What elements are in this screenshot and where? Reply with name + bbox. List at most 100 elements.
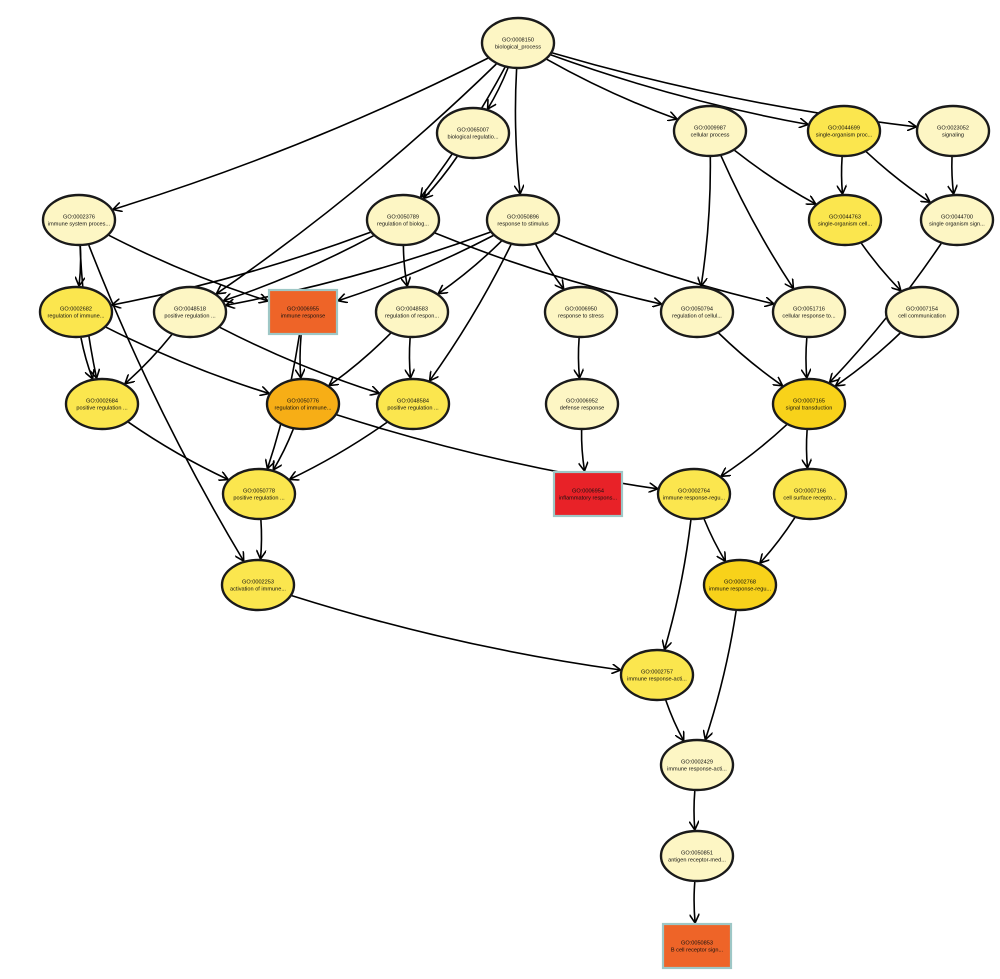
edge-cp-to-rcell (701, 156, 712, 286)
node-label: regulation of biolog... (377, 222, 429, 228)
node-id: GO:0006954 (572, 489, 604, 495)
node-label: cell surface recepto... (783, 496, 837, 502)
node-label: single-organism cell... (818, 222, 873, 228)
node-label: inflammatory respons... (559, 496, 618, 502)
node-label: antigen receptor-med... (668, 858, 726, 864)
edge-csr-to-irreg2 (760, 517, 796, 563)
node-label: single-organism proc... (816, 133, 873, 139)
node-id: GO:0002684 (86, 399, 118, 405)
edge-sig-to-sosig (952, 156, 954, 194)
edge-iract2-to-arm (694, 790, 695, 830)
edge-crt-to-st (806, 337, 807, 378)
node-id: GO:0002376 (63, 215, 95, 221)
edge-preg4-to-act (261, 519, 262, 559)
node-id: GO:0050778 (243, 489, 275, 495)
edge-iract-to-iract2 (665, 699, 684, 741)
edge-rts-to-preg3 (430, 244, 512, 381)
node-ellipse (543, 285, 619, 339)
node-label: regulation of immune... (275, 406, 332, 412)
node-id: GO:0051716 (793, 307, 825, 313)
edge-rts-to-ir (338, 234, 494, 301)
edge-bp-to-isp (113, 57, 489, 209)
node-id: GO:0009987 (694, 126, 726, 132)
node-id: GO:0002253 (242, 580, 274, 586)
node-ellipse (702, 558, 778, 612)
edge-preg2-to-preg4 (127, 421, 228, 479)
node-label: positive regulation ... (387, 406, 439, 412)
node-id: GO:0050851 (681, 851, 713, 857)
node-ellipse (807, 193, 883, 247)
node-id: GO:0048583 (396, 307, 428, 313)
node-ellipse (771, 377, 847, 431)
node-ellipse (480, 16, 556, 70)
node-id: GO:0008150 (502, 38, 534, 44)
edge-rbp-to-rcell (434, 232, 662, 304)
node-label: biological regulatio... (448, 135, 499, 141)
edge-rbp-to-rresp (403, 245, 407, 286)
node-ellipse (919, 193, 995, 247)
node-ellipse (435, 106, 511, 160)
edge-irreg-to-irreg2 (703, 518, 725, 561)
edge-rts-to-preg (226, 231, 491, 305)
node-label: signaling (942, 133, 964, 139)
node-label: single organism sign... (929, 222, 985, 228)
node-id: GO:0007166 (794, 489, 826, 495)
node-id: GO:0007154 (906, 307, 938, 313)
node-label: regulation of immune... (48, 314, 105, 320)
node-id: GO:0050853 (681, 941, 713, 947)
node-id: GO:0050776 (287, 399, 319, 405)
node-label: positive regulation ... (76, 406, 128, 412)
node-ellipse (265, 377, 341, 431)
node-label: positive regulation ... (233, 496, 285, 502)
edge-bp-to-breg (488, 67, 509, 109)
node-label: response to stimulus (497, 222, 549, 228)
edge-st-to-irreg (721, 424, 788, 477)
node-id: GO:0048584 (397, 399, 429, 405)
edge-sop-to-sosig (865, 151, 930, 203)
node-label: regulation of respon... (385, 314, 440, 320)
edge-def-to-inf (582, 429, 585, 471)
edge-bp-to-preg (216, 63, 497, 294)
node-id: GO:0006952 (566, 399, 598, 405)
node-id: GO:0002757 (641, 670, 673, 676)
edge-irreg-to-iract (665, 519, 692, 650)
edge-act-to-iract (291, 594, 621, 670)
node-id: GO:0002764 (678, 489, 710, 495)
node-label: positive regulation ... (164, 314, 216, 320)
edge-rbp-to-preg (223, 234, 374, 301)
node-id: GO:0048518 (174, 307, 206, 313)
